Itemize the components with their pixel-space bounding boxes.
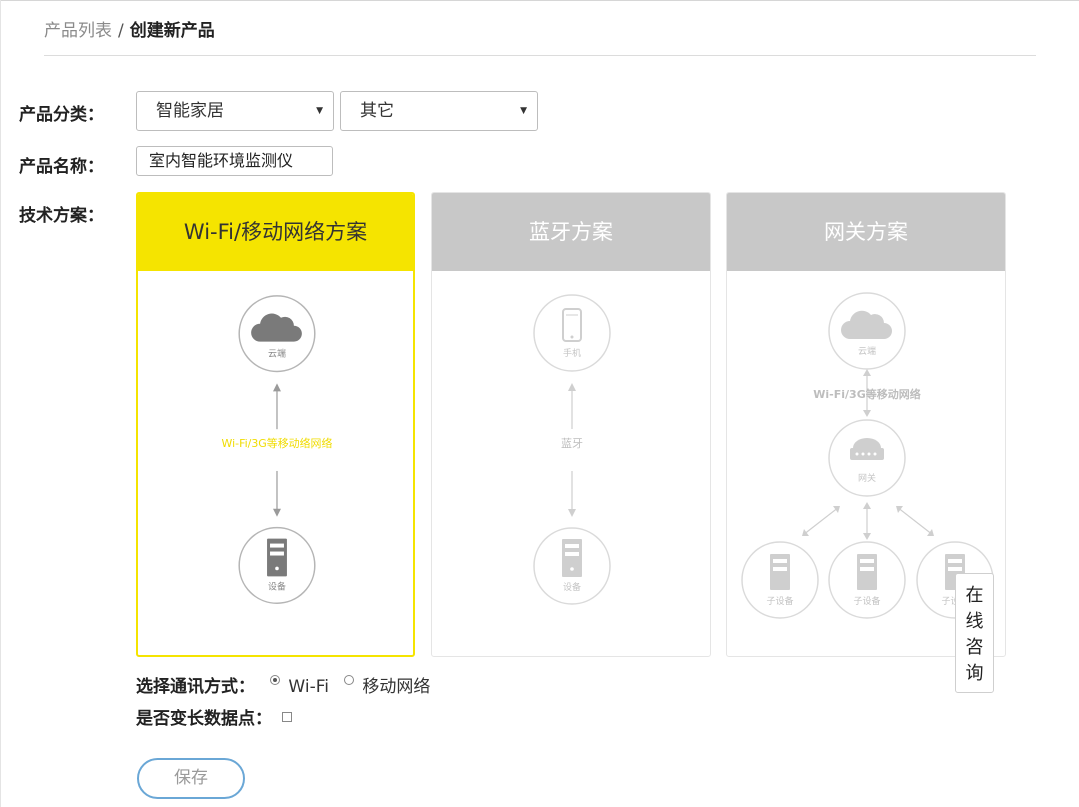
- device-slot: [270, 543, 284, 548]
- left-border: [0, 0, 1, 807]
- phone-node: [533, 294, 611, 372]
- cloud-icon: [251, 313, 302, 342]
- arrow-icon: [802, 529, 809, 536]
- top-border: [0, 0, 1079, 1]
- device-label: 设备: [268, 580, 286, 592]
- variable-length-label: 是否变长数据点：: [136, 709, 272, 729]
- plan-diagram-svg: 手机 蓝牙 设备: [533, 294, 611, 605]
- arrow-up-icon: [863, 502, 871, 509]
- plan-title: 蓝牙方案: [432, 193, 710, 271]
- chevron-down-icon: ▼: [316, 106, 323, 116]
- plan-title: Wi-Fi/移动网络方案: [138, 194, 413, 271]
- child-device-label: 子设备: [766, 595, 793, 607]
- header-divider: [44, 55, 1036, 56]
- breadcrumb-current: 创建新产品: [129, 21, 215, 41]
- device-slot: [860, 559, 874, 563]
- arrow-line-right: [896, 506, 934, 536]
- arrow-down-icon: [863, 410, 871, 417]
- phone-label: 手机: [563, 347, 581, 359]
- arrow-down-icon: [273, 508, 281, 517]
- device-label: 设备: [563, 581, 581, 593]
- arrow-line-left: [802, 506, 840, 536]
- device-slot: [860, 567, 874, 571]
- device-slot: [565, 544, 579, 548]
- gateway-icon: [853, 438, 881, 448]
- link-label: Wi-Fi/3G等移动络网络: [222, 436, 333, 450]
- plan-card-wifi[interactable]: Wi-Fi/移动网络方案 云端 Wi-Fi/3G等移动络网络 设备: [136, 192, 415, 657]
- device-icon: [267, 538, 287, 577]
- save-button[interactable]: 保存: [137, 758, 245, 799]
- variable-length-checkbox[interactable]: [282, 712, 292, 722]
- category-label: 产品分类：: [19, 105, 104, 125]
- phone-icon: [562, 308, 582, 342]
- chevron-down-icon: ▼: [520, 106, 527, 116]
- radio-mobile-label[interactable]: 移动网络: [362, 677, 431, 697]
- plan-diagram: 云端 Wi-Fi/3G等移动络网络 设备: [138, 272, 413, 655]
- radio-mobile[interactable]: [344, 675, 355, 685]
- breadcrumb: 产品列表 /创建新产品: [44, 20, 215, 42]
- consult-char: 线: [965, 611, 984, 632]
- plan-card-bluetooth[interactable]: 蓝牙方案 手机 蓝牙 设备: [431, 192, 711, 657]
- cloud-label: 云端: [858, 345, 876, 357]
- product-name-input[interactable]: 室内智能环境监测仪: [136, 146, 333, 176]
- gateway-body: [850, 448, 884, 460]
- arrow-up-icon: [863, 369, 871, 376]
- device-slot: [565, 552, 579, 556]
- category-secondary-value: 其它: [360, 101, 394, 121]
- comm-method-row: 选择通讯方式： Wi-Fi 移动网络: [136, 672, 430, 697]
- online-consult-button[interactable]: 在 线 咨 询: [955, 573, 994, 693]
- gateway-led: [873, 452, 877, 456]
- plan-title: 网关方案: [727, 193, 1005, 271]
- variable-length-row: 是否变长数据点：: [136, 704, 292, 729]
- plan-diagram: 手机 蓝牙 设备: [432, 271, 710, 656]
- arrow-icon: [896, 506, 903, 513]
- link-label: Wi-Fi/3G等移动网络: [813, 387, 920, 401]
- cloud-label: 云端: [268, 348, 286, 360]
- child-device-label: 子设备: [853, 595, 880, 607]
- arrow-icon: [833, 506, 840, 513]
- comm-method-label: 选择通讯方式：: [136, 677, 255, 697]
- arrow-icon: [927, 529, 934, 536]
- radio-wifi-label[interactable]: Wi-Fi: [288, 677, 329, 697]
- link-label: 蓝牙: [561, 437, 583, 450]
- phone-button: [570, 335, 574, 339]
- gateway-led: [861, 452, 865, 456]
- arrow-up-icon: [568, 383, 576, 391]
- tech-label: 技术方案：: [19, 206, 104, 226]
- category-primary-select[interactable]: 智能家居 ▼: [136, 91, 334, 131]
- arrow-down-icon: [863, 533, 871, 540]
- device-slot: [948, 567, 962, 571]
- device-slot: [773, 567, 787, 571]
- plan-diagram-svg: 云端 Wi-Fi/3G等移动络网络 设备: [222, 295, 333, 605]
- device-led: [275, 566, 279, 571]
- radio-wifi[interactable]: [270, 675, 281, 685]
- device-icon: [562, 539, 582, 577]
- cloud-icon: [841, 310, 892, 339]
- arrow-up-icon: [273, 383, 281, 392]
- category-secondary-select[interactable]: 其它 ▼: [340, 91, 538, 131]
- consult-char: 询: [965, 663, 984, 684]
- consult-char: 咨: [965, 637, 984, 658]
- gateway-label: 网关: [858, 472, 876, 484]
- device-led: [570, 567, 574, 571]
- breadcrumb-product-list-link[interactable]: 产品列表: [44, 21, 112, 41]
- consult-char: 在: [965, 585, 984, 606]
- device-slot: [270, 551, 284, 556]
- gateway-led: [855, 452, 859, 456]
- device-slot: [948, 559, 962, 563]
- arrow-down-icon: [568, 509, 576, 517]
- breadcrumb-separator: /: [118, 21, 124, 41]
- name-label: 产品名称：: [19, 157, 104, 177]
- device-slot: [773, 559, 787, 563]
- category-primary-value: 智能家居: [156, 101, 224, 121]
- gateway-led: [867, 452, 871, 456]
